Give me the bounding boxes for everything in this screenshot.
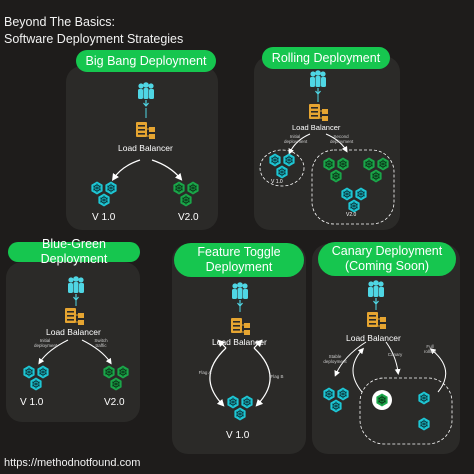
blue-green-v1-label: V 1.0 (20, 397, 44, 408)
big-bang-v2-label: V2.0 (178, 212, 199, 223)
canary-note-right: Full rollout (423, 344, 437, 354)
blue-green-lb-label: Load Balancer (46, 327, 101, 337)
big-bang-v1-label: V 1.0 (92, 212, 116, 223)
feature-toggle-note-left: Flag A (198, 370, 212, 375)
blue-green-note-left: Initial deployment (34, 338, 58, 348)
blue-green-title-text: Blue-Green Deployment (40, 237, 108, 266)
blue-green-title: Blue-Green Deployment (8, 237, 140, 266)
feature-toggle-title-2: Deployment (205, 260, 273, 274)
big-bang-title-text: Big Bang Deployment (85, 53, 207, 68)
rolling-title: Rolling Deployment (262, 47, 390, 69)
canary-note-mid: Canary (387, 352, 403, 357)
rolling-note-left: Initial deployment (284, 134, 308, 144)
panel-rolling (254, 56, 400, 230)
big-bang-title: Big Bang Deployment (76, 50, 216, 72)
rolling-note-right: Second deployment (330, 134, 354, 144)
feature-toggle-note-right: Flag B (270, 374, 284, 379)
page-title: Beyond The Basics: Software Deployment S… (4, 14, 183, 48)
rolling-lb-label: Load Balancer (292, 123, 341, 132)
canary-lb-label: Load Balancer (346, 333, 401, 343)
canary-title-1: Canary Deployment (331, 244, 443, 258)
rolling-v1-label: V 1.0 (271, 179, 283, 185)
blue-green-note-right: Switch traffic (94, 338, 108, 348)
title-line-2: Software Deployment Strategies (4, 32, 184, 46)
feature-toggle-title-1: Feature Toggle (197, 245, 281, 259)
canary-title: Canary Deployment (Coming Soon) (318, 242, 456, 276)
footer-url[interactable]: https://methodnotfound.com (4, 457, 141, 469)
canary-title-2: (Coming Soon) (344, 259, 430, 273)
title-line-1: Beyond The Basics: (4, 15, 115, 29)
rolling-title-text: Rolling Deployment (271, 50, 381, 65)
canary-note-left: Stable deployment (323, 354, 347, 364)
big-bang-lb-label: Load Balancer (118, 143, 173, 153)
rolling-v2-label: V2.0 (346, 212, 357, 218)
blue-green-v2-label: V2.0 (104, 397, 125, 408)
feature-toggle-title: Feature Toggle Deployment (174, 243, 304, 277)
feature-toggle-v1-label: V 1.0 (226, 430, 250, 441)
feature-toggle-lb-label: Load Balancer (212, 337, 267, 347)
